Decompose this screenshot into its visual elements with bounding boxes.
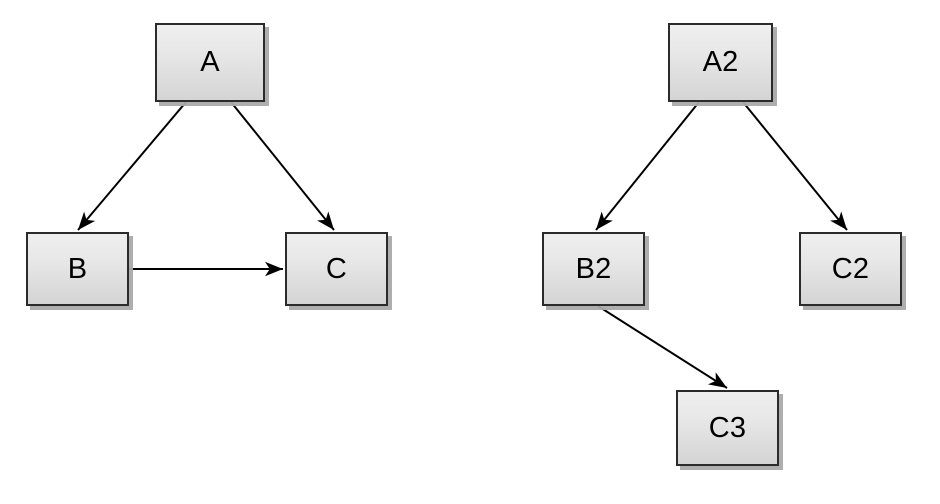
edge-a-to-b	[77, 101, 187, 231]
edge-b2-to-c3	[597, 305, 728, 389]
node-c-label: C	[325, 252, 348, 285]
node-c[interactable]: C	[285, 232, 388, 306]
edge-a2-to-b2	[595, 101, 700, 231]
node-b2[interactable]: B2	[542, 232, 645, 306]
node-c2[interactable]: C2	[799, 232, 902, 306]
node-a-label: A	[200, 46, 220, 78]
edge-a2-to-c2	[742, 101, 848, 231]
node-c2-label: C2	[831, 252, 870, 285]
node-a2-label: A2	[702, 46, 739, 78]
node-a[interactable]: A	[155, 23, 265, 102]
node-b2-label: B2	[575, 252, 612, 285]
node-b[interactable]: B	[26, 232, 129, 306]
node-a2[interactable]: A2	[668, 23, 773, 102]
node-c3-label: C3	[708, 411, 747, 444]
node-b-label: B	[67, 252, 88, 285]
edge-a-to-c	[230, 101, 335, 231]
node-c3[interactable]: C3	[676, 390, 779, 466]
